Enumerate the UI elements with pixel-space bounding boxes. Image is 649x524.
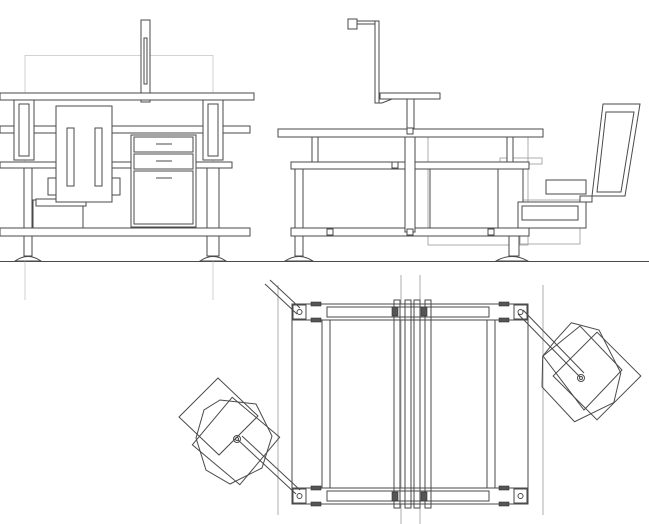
side-elevation (277, 18, 641, 262)
monitor-arm (347, 18, 441, 130)
plan-chair-left (178, 377, 281, 486)
chair-front (32, 105, 121, 229)
frame-rails (0, 125, 251, 237)
frame-posts (13, 99, 224, 257)
drawer-cabinet (130, 134, 197, 228)
side-drawer-box (429, 168, 524, 229)
side-joints (326, 127, 495, 236)
floor-feet (13, 256, 228, 262)
chair-side (517, 103, 641, 229)
plan-corner-blocks (292, 301, 528, 507)
plan-chair-arms (237, 279, 585, 495)
front-elevation (0, 19, 255, 300)
plan-view (178, 275, 642, 524)
monitor-post (140, 19, 151, 103)
plan-chair-right (541, 322, 642, 423)
desk-top (0, 92, 255, 101)
side-floor-feet (283, 256, 530, 262)
plan-frame (291, 299, 529, 509)
